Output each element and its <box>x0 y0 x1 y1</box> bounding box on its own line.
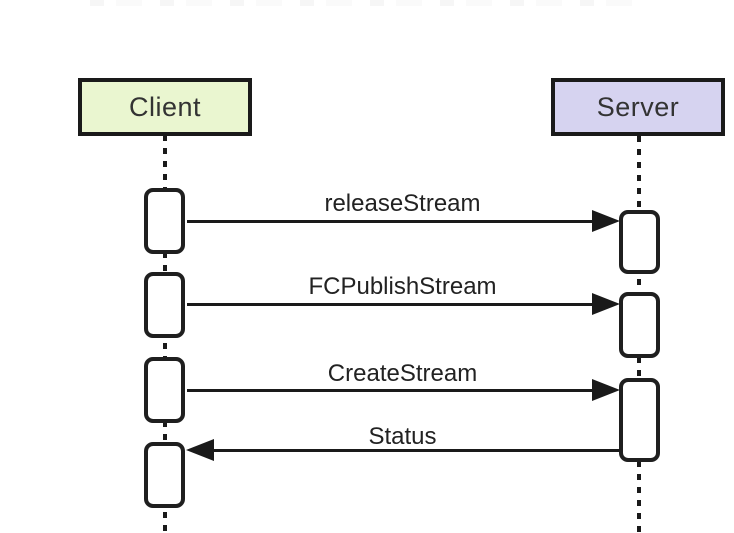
arrowhead-left-icon <box>186 439 214 461</box>
message-label-status: Status <box>368 423 437 450</box>
message-line-fcpublishstream <box>187 303 593 306</box>
message-line-releasestream <box>187 220 593 223</box>
activation-server-3 <box>619 378 660 462</box>
activation-server-1 <box>619 210 660 274</box>
arrowhead-right-icon <box>592 293 620 315</box>
message-line-createstream <box>187 389 593 392</box>
activation-client-3 <box>144 357 185 423</box>
participant-box-server: Server <box>551 78 725 136</box>
message-label-fcpublishstream: FCPublishStream <box>308 273 497 300</box>
arrowhead-right-icon <box>592 379 620 401</box>
cropped-text-artifact <box>90 0 650 6</box>
activation-client-1 <box>144 188 185 254</box>
message-label-releasestream: releaseStream <box>324 190 481 217</box>
message-line-status <box>213 449 620 452</box>
participant-label-client: Client <box>128 91 202 122</box>
participant-box-client: Client <box>78 78 252 136</box>
activation-client-4 <box>144 442 185 508</box>
activation-server-2 <box>619 292 660 358</box>
message-label-createstream: CreateStream <box>327 360 478 387</box>
activation-client-2 <box>144 272 185 338</box>
arrowhead-right-icon <box>592 210 620 232</box>
participant-label-server: Server <box>596 91 680 122</box>
